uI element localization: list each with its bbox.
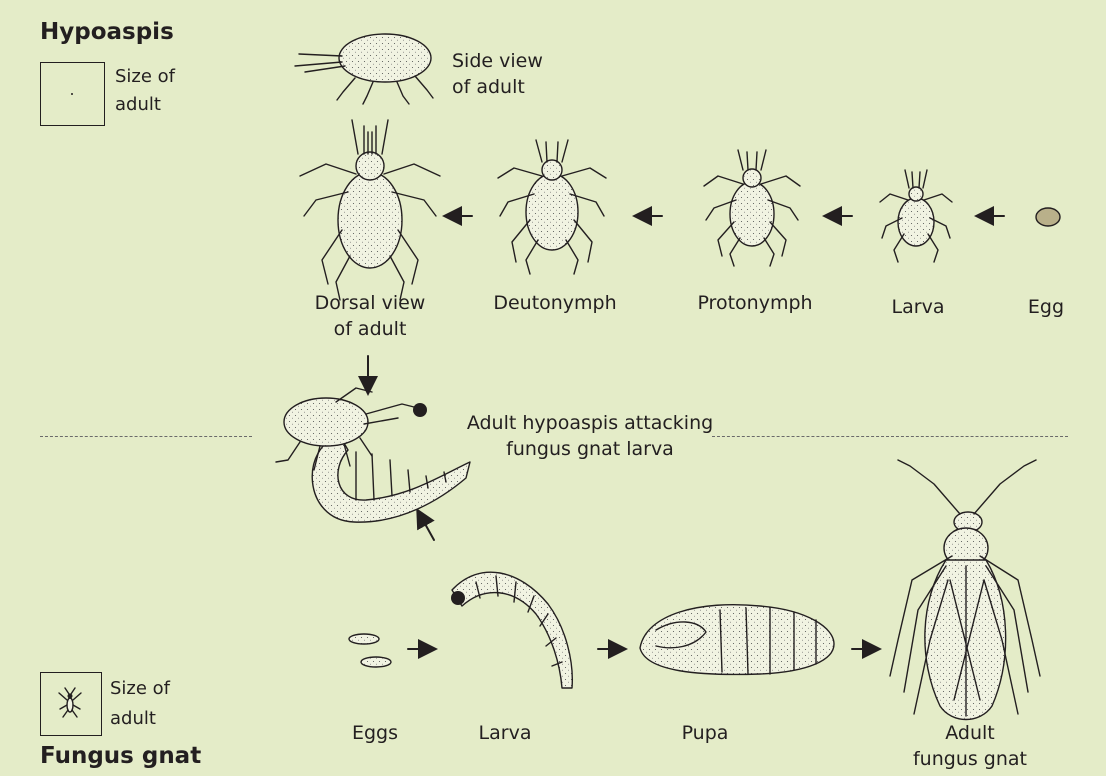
gnat-egg-2: [361, 657, 391, 667]
gnat-pupa: [640, 605, 834, 675]
arrow-larva-to-attack: [424, 522, 434, 540]
hypoaspis-size-dot: [71, 93, 73, 95]
attack-gnat-larva: [312, 436, 470, 522]
adult-gnat: [890, 460, 1040, 720]
attack-mite: [276, 388, 427, 470]
mite-larva: [880, 170, 952, 262]
mite-protonymph: [704, 150, 800, 266]
gnat-egg-1: [349, 634, 379, 644]
tiny-gnat-icon: [59, 688, 81, 717]
mite-deutonymph: [498, 140, 606, 274]
mite-dorsal-adult: [300, 120, 440, 300]
mite-egg: [1036, 208, 1060, 226]
mite-side-view: [295, 34, 433, 104]
gnat-larva: [451, 572, 572, 688]
